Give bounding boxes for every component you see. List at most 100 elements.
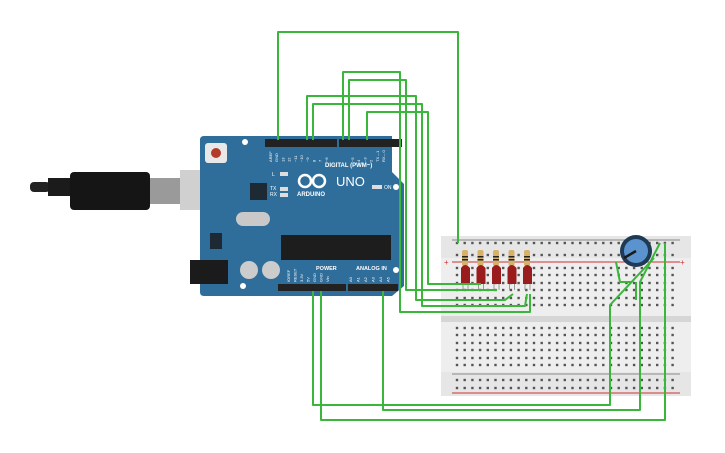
wire-pin5 <box>348 79 497 291</box>
breadboard-hole <box>540 296 543 300</box>
digital-header-1 <box>265 139 337 147</box>
breadboard-hole <box>625 386 628 390</box>
breadboard-hole <box>455 333 459 337</box>
breadboard-hole <box>463 241 466 245</box>
breadboard-hole <box>525 348 528 352</box>
resistor-band <box>462 256 468 258</box>
digital-pin-label: GND <box>274 153 279 162</box>
resistor-led-pair[interactable] <box>492 250 501 290</box>
breadboard-hole <box>594 241 597 245</box>
resistor-band <box>508 256 515 258</box>
breadboard-hole <box>486 281 489 285</box>
breadboard-hole <box>494 363 497 367</box>
digital-header-2 <box>339 139 402 147</box>
led[interactable] <box>476 265 486 284</box>
breadboard-hole <box>525 303 528 307</box>
breadboard-hole <box>478 333 482 337</box>
breadboard-hole <box>455 341 459 345</box>
led[interactable] <box>523 265 532 284</box>
breadboard-hole <box>579 378 582 382</box>
breadboard-hole <box>502 386 505 390</box>
wires[interactable] <box>277 31 666 421</box>
breadboard-hole <box>563 363 566 367</box>
breadboard-hole <box>594 273 597 277</box>
wire-pin9 <box>312 103 528 307</box>
rail-plus-label: + <box>444 258 449 267</box>
breadboard-hole <box>571 348 574 352</box>
breadboard-hole <box>625 266 628 270</box>
breadboard-hole <box>548 378 551 382</box>
breadboard-hole <box>571 326 574 330</box>
breadboard-hole <box>563 241 566 245</box>
breadboard-hole <box>563 288 566 292</box>
breadboard-hole <box>471 356 474 360</box>
breadboard-hole <box>478 363 482 367</box>
breadboard-hole <box>594 333 597 337</box>
breadboard-hole <box>486 386 489 390</box>
breadboard-hole <box>617 266 620 270</box>
breadboard-hole <box>632 348 636 352</box>
resistor-led-pair[interactable] <box>461 250 470 290</box>
breadboard-hole <box>579 273 582 277</box>
breadboard-hole <box>455 386 459 390</box>
potentiometer[interactable] <box>620 235 652 267</box>
resistor[interactable] <box>508 250 515 266</box>
digital-pin-label: 8 <box>311 159 316 162</box>
arduino-uno-board[interactable]: L TX RX ON DIGITAL (PWM~) ARDUINO UNO PO… <box>190 136 404 296</box>
breadboard-hole <box>455 273 459 277</box>
breadboard-hole <box>640 326 643 330</box>
breadboard-hole <box>494 386 497 390</box>
breadboard-hole <box>586 341 590 345</box>
breadboard-hole <box>502 253 505 257</box>
resistor-led-pair[interactable] <box>523 250 532 290</box>
led[interactable] <box>492 265 501 284</box>
breadboard-hole <box>602 348 605 352</box>
breadboard-hole <box>463 363 466 367</box>
breadboard-hole <box>602 273 605 277</box>
breadboard-hole <box>509 288 513 292</box>
breadboard-hole <box>602 341 605 345</box>
breadboard-hole <box>579 253 582 257</box>
resistor[interactable] <box>462 250 468 266</box>
resistor[interactable] <box>493 250 499 266</box>
breadboard-hole <box>540 356 543 360</box>
digital-pin-label: 7 <box>318 159 323 162</box>
breadboard-hole <box>509 363 513 367</box>
breadboard-hole <box>502 288 505 292</box>
resistor-led-pair[interactable] <box>507 250 517 290</box>
breadboard-hole <box>494 241 497 245</box>
breadboard-hole <box>656 326 659 330</box>
resistor-band <box>462 259 468 261</box>
breadboard-hole <box>555 288 559 292</box>
led[interactable] <box>461 265 470 284</box>
power-pin-label: 5V <box>306 277 311 282</box>
breadboard-hole <box>602 363 605 367</box>
breadboard-hole <box>586 303 590 307</box>
breadboard-hole <box>555 333 559 337</box>
breadboard-hole <box>602 333 605 337</box>
breadboard-hole <box>540 386 543 390</box>
resistor-band <box>508 259 515 261</box>
breadboard-hole <box>509 326 513 330</box>
breadboard-hole <box>671 296 674 300</box>
breadboard-hole <box>517 348 520 352</box>
breadboard-hole <box>494 326 497 330</box>
breadboard-hole <box>502 273 505 277</box>
led[interactable] <box>507 265 517 284</box>
analog-pin-label: A0 <box>348 276 353 282</box>
breadboard-hole <box>532 333 536 337</box>
resistor[interactable] <box>477 250 484 266</box>
digital-pin-label: ~9 <box>305 157 310 162</box>
breadboard-hole <box>579 386 582 390</box>
breadboard-hole <box>471 273 474 277</box>
breadboard-hole <box>586 363 590 367</box>
breadboard-hole <box>640 303 643 307</box>
breadboard-hole <box>486 266 489 270</box>
breadboard-hole <box>656 341 659 345</box>
breadboard-hole <box>525 341 528 345</box>
resistor[interactable] <box>524 250 530 266</box>
breadboard-hole <box>555 281 559 285</box>
power-pin-label: Vin <box>325 276 330 282</box>
breadboard-hole <box>617 356 620 360</box>
